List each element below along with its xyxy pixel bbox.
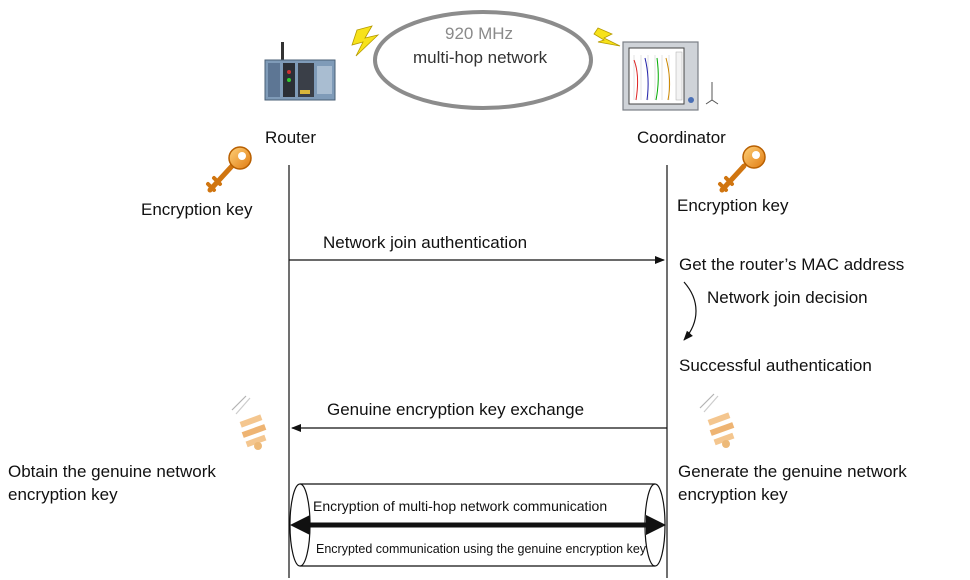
success-label: Successful authentication — [679, 356, 872, 375]
network-type-label: multi-hop network — [413, 48, 548, 67]
network-frequency-label: 920 MHz — [445, 24, 514, 43]
genuine-key-icon-coordinator — [699, 393, 735, 448]
wireless-signal-icon-left — [351, 25, 380, 57]
network-cloud — [373, 10, 593, 110]
tunnel-top-label: Encryption of multi-hop network communic… — [313, 498, 608, 514]
router-key-label: Encryption key — [141, 200, 253, 219]
encrypted-communication-double-arrow — [290, 515, 666, 535]
key-exchange-label: Genuine encryption key exchange — [327, 400, 585, 419]
obtain-key-label-line2: encryption key — [8, 485, 118, 504]
join-auth-label: Network join authentication — [323, 233, 528, 252]
generate-key-label-line1: Generate the genuine network — [678, 462, 907, 481]
generate-key-label-line2: encryption key — [678, 485, 788, 504]
coordinator-key-label: Encryption key — [677, 196, 789, 215]
tunnel-bottom-label: Encrypted communication using the genuin… — [316, 542, 647, 556]
encryption-key-icon-coordinator — [718, 145, 766, 193]
coordinator-label: Coordinator — [637, 128, 726, 147]
encryption-key-icon-router — [206, 146, 252, 193]
get-mac-label: Get the router’s MAC address — [679, 255, 905, 274]
join-decision-label: Network join decision — [707, 288, 868, 307]
router-label: Router — [265, 128, 317, 147]
coordinator-device-icon — [622, 41, 719, 111]
decision-curved-arrow — [683, 281, 697, 341]
router-device-icon — [264, 42, 336, 101]
obtain-key-label-line1: Obtain the genuine network — [8, 462, 216, 481]
genuine-key-icon-router — [231, 395, 267, 450]
wireless-signal-icon-right — [593, 27, 621, 47]
